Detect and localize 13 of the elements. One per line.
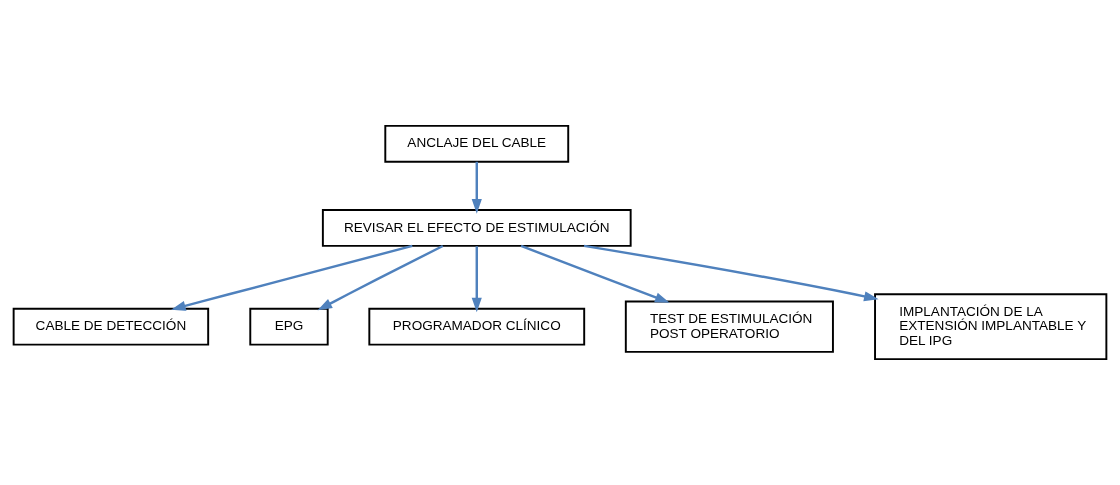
node-box: IMPLANTACIÓN DE LA EXTENSIÓN IMPLANTABLE Y DEL IPG <box>874 293 1108 361</box>
node-box: TEST DE ESTIMULACIÓN POST OPERATORIO <box>624 300 834 353</box>
node-box: CABLE DE DETECCIÓN <box>12 307 210 346</box>
node-box: ANCLAJE DEL CABLE <box>384 124 570 163</box>
node-box: EPG <box>249 307 329 346</box>
arrow <box>583 244 879 302</box>
node-box: PROGRAMADOR CLÍNICO <box>368 307 586 346</box>
arrow <box>317 244 444 311</box>
arrow <box>471 161 482 214</box>
node-box: REVISAR EL EFECTO DE ESTIMULACIÓN <box>321 209 632 247</box>
arrow <box>520 244 670 303</box>
arrow <box>471 246 482 313</box>
arrow <box>171 244 413 311</box>
